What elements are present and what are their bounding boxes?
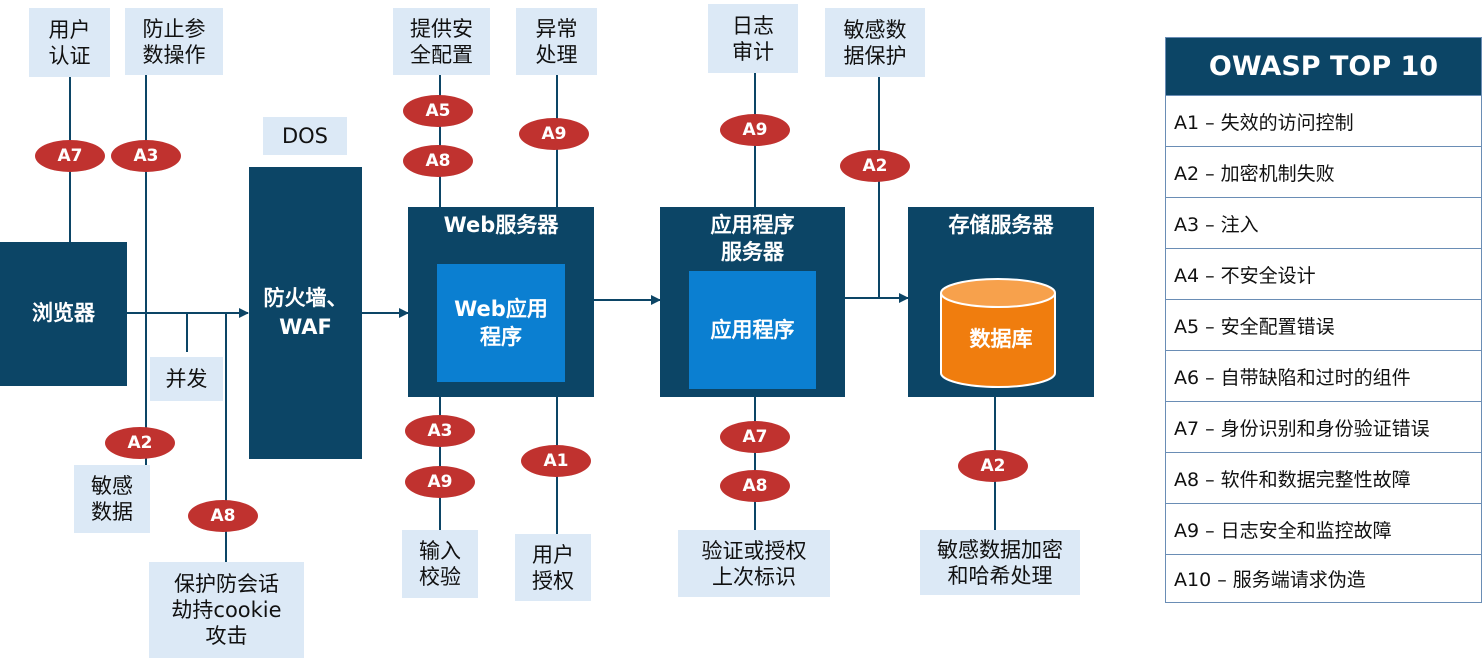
label-exception: 异常 处理: [516, 8, 597, 75]
label-dos: DOS: [263, 117, 347, 155]
legend-title: OWASP TOP 10: [1166, 38, 1481, 95]
legend-item-a1: A1 – 失效的访问控制: [1166, 95, 1481, 146]
label-encrypt: 敏感数据加密 和哈希处理: [920, 530, 1080, 595]
legend-item-a4: A4 – 不安全设计: [1166, 248, 1481, 299]
label-input-validation: 输入 校验: [402, 530, 478, 598]
badge-a9-web-bottom: A9: [405, 466, 475, 498]
badge-a9-web: A9: [519, 118, 589, 150]
node-web-server: Web服务器 Web应用 程序: [408, 207, 594, 397]
node-browser: 浏览器: [0, 242, 127, 386]
label-user-authz: 用户 授权: [515, 534, 591, 601]
legend-item-a6: A6 – 自带缺陷和过时的组件: [1166, 350, 1481, 401]
label-session: 保护防会话 劫持cookie 攻击: [149, 562, 304, 658]
legend-item-a3: A3 – 注入: [1166, 197, 1481, 248]
label-auth-ident: 验证或授权 上次标识: [678, 530, 830, 597]
node-storage-server-label: 存储服务器: [948, 213, 1054, 237]
label-secure-config: 提供安 全配置: [393, 8, 490, 75]
badge-a8-app: A8: [720, 470, 790, 502]
node-firewall: 防火墙、 WAF: [249, 167, 362, 459]
badge-a2-browser: A2: [105, 427, 175, 459]
legend-item-a7: A7 – 身份识别和身份验证错误: [1166, 401, 1481, 452]
badge-a2-storage-bottom: A2: [958, 450, 1028, 482]
legend-item-a10: A10 – 服务端请求伪造: [1166, 554, 1481, 602]
label-log-audit: 日志 审计: [708, 4, 798, 73]
node-web-app: Web应用 程序: [437, 264, 565, 382]
node-web-server-label: Web服务器: [443, 213, 559, 237]
badge-a7-app: A7: [720, 421, 790, 453]
label-param-ops: 防止参 数操作: [125, 8, 223, 75]
node-app-server-label: 应用程序 服务器: [710, 213, 795, 264]
legend-item-a8: A8 – 软件和数据完整性故障: [1166, 452, 1481, 503]
database-icon: [940, 278, 1056, 388]
badge-a5-web: A5: [403, 95, 473, 127]
node-app: 应用程序: [689, 271, 816, 389]
node-firewall-label: 防火墙、 WAF: [263, 286, 348, 339]
legend-item-a5: A5 – 安全配置错误: [1166, 299, 1481, 350]
badge-a8-web: A8: [403, 145, 473, 177]
badge-a3-browser: A3: [111, 140, 181, 172]
label-sensitive-protect: 敏感数 据保护: [825, 8, 925, 77]
badge-a3-web: A3: [405, 415, 475, 447]
badge-a8-browser: A8: [188, 500, 258, 532]
badge-a1-web: A1: [521, 445, 591, 477]
label-user-auth: 用户 认证: [29, 8, 110, 77]
node-storage-server: 存储服务器 数据库: [908, 207, 1094, 397]
legend-item-a2: A2 – 加密机制失败: [1166, 146, 1481, 197]
node-browser-label: 浏览器: [32, 301, 95, 325]
owasp-legend: OWASP TOP 10 A1 – 失效的访问控制 A2 – 加密机制失败 A3…: [1165, 37, 1482, 603]
badge-a9-app: A9: [720, 114, 790, 146]
badge-a7-browser: A7: [35, 140, 105, 172]
node-database-label: 数据库: [969, 327, 1033, 351]
label-sensitive-data: 敏感 数据: [74, 465, 150, 533]
label-concurrency: 并发: [150, 357, 223, 401]
badge-a2-storage-top: A2: [840, 150, 910, 182]
legend-item-a9: A9 – 日志安全和监控故障: [1166, 503, 1481, 554]
node-app-server: 应用程序 服务器 应用程序: [660, 207, 845, 397]
